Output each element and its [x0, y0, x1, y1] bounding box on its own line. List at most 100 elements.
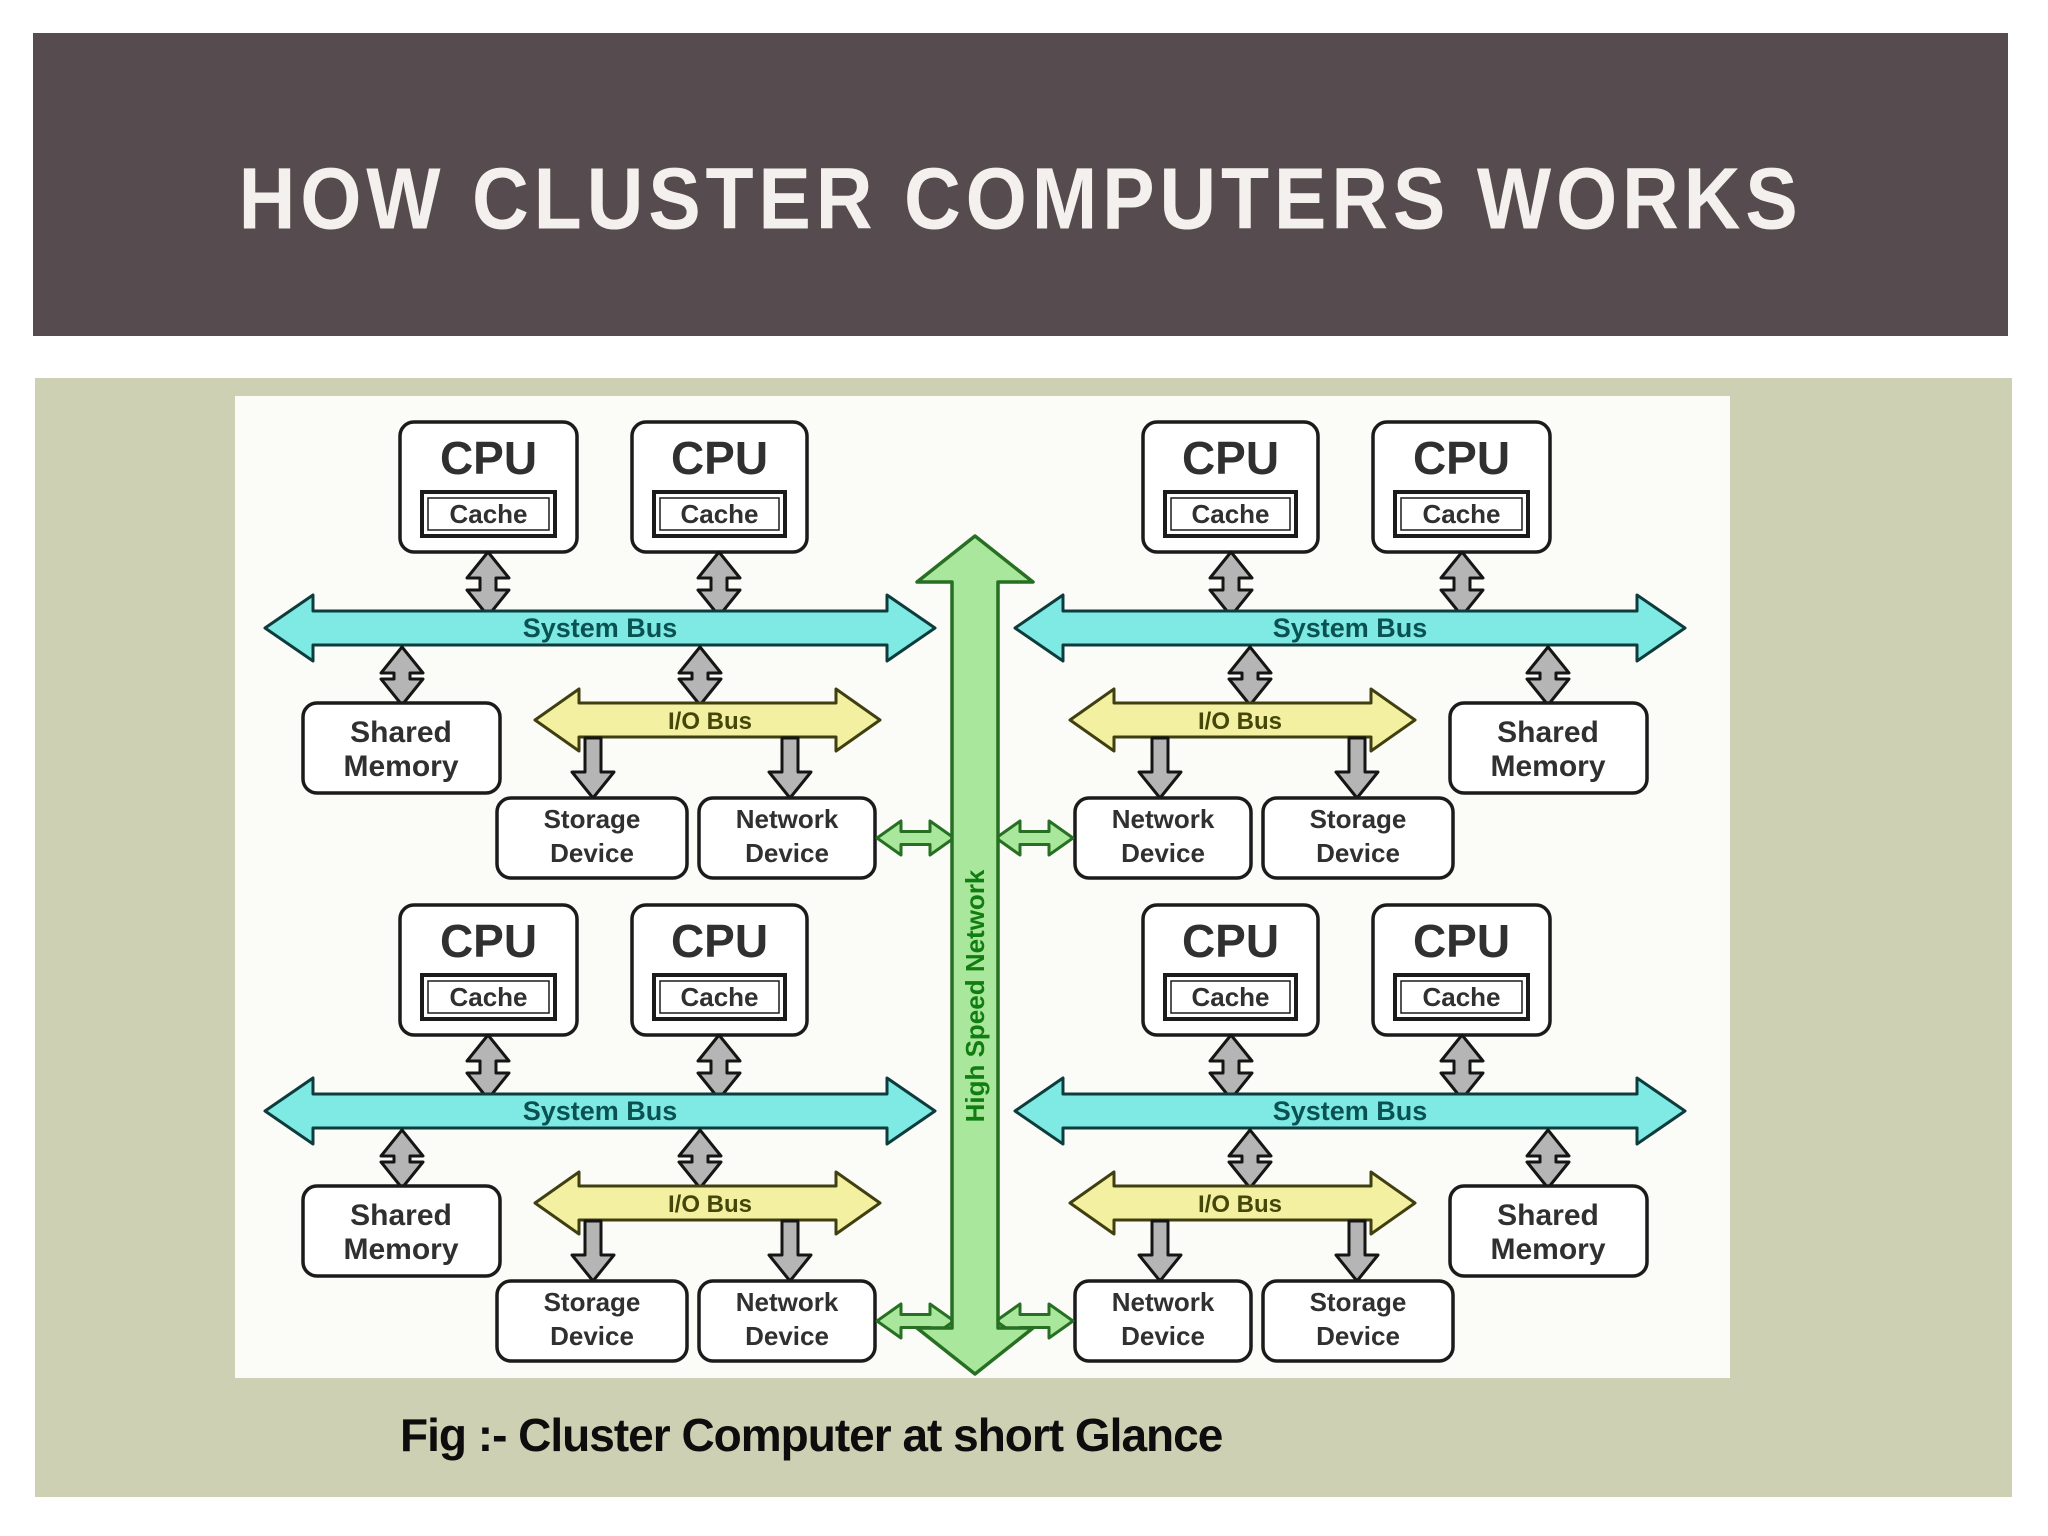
- system-bus-arrow: [263, 1076, 937, 1146]
- storage-device-label: Device: [550, 1321, 634, 1351]
- cpu-label: CPU: [1413, 915, 1510, 967]
- memory-bus-arrow: [379, 645, 425, 707]
- system-bus-label: System Bus: [523, 613, 678, 643]
- io-bus-arrow: [1068, 1170, 1417, 1236]
- memory-bus-arrow: [379, 1128, 425, 1190]
- network-device-label: Network: [736, 804, 839, 834]
- network-link-arrow: [875, 819, 956, 857]
- device-bus-arrow: [1334, 736, 1380, 800]
- network-device-label: Network: [1112, 804, 1215, 834]
- cpu-label: CPU: [671, 915, 768, 967]
- storage-device-label: Device: [550, 838, 634, 868]
- shared-memory-box: [1448, 1184, 1649, 1278]
- device-bus-arrow: [1334, 1219, 1380, 1283]
- cpu-label: CPU: [1413, 432, 1510, 484]
- cpu-bus-arrow: [1439, 1033, 1485, 1101]
- cache-box-inner: [427, 980, 550, 1014]
- io-bus-arrow: [533, 687, 882, 753]
- high-speed-network-label: High Speed Network: [960, 869, 990, 1122]
- cache-box: [1393, 490, 1530, 538]
- network-device-box: [697, 796, 877, 880]
- storage-device-label: Device: [1316, 1321, 1400, 1351]
- cpu-bus-arrow: [696, 550, 742, 618]
- slide-title-bar: HOW CLUSTER COMPUTERS WORKS: [33, 33, 2008, 336]
- system-bus-arrow: [263, 593, 937, 663]
- cache-box: [652, 973, 787, 1021]
- cache-box: [420, 490, 557, 538]
- cache-box-inner: [1170, 980, 1291, 1014]
- bus-link-arrow: [1227, 645, 1273, 707]
- network-link-arrow: [994, 819, 1075, 857]
- storage-device-label: Storage: [544, 804, 641, 834]
- shared-memory-label: Shared: [350, 1199, 452, 1232]
- storage-device-label: Storage: [1310, 804, 1407, 834]
- cpu-bus-arrow: [1439, 550, 1485, 618]
- io-bus-label: I/O Bus: [1198, 708, 1282, 735]
- network-device-box: [697, 1279, 877, 1363]
- cpu-label: CPU: [440, 915, 537, 967]
- cache-box: [652, 490, 787, 538]
- cpu-label: CPU: [440, 432, 537, 484]
- bus-link-arrow: [1227, 1128, 1273, 1190]
- system-bus-arrow: [1013, 1076, 1687, 1146]
- network-device-label: Device: [1121, 838, 1205, 868]
- cpu-bus-arrow: [465, 550, 511, 618]
- cache-box-inner: [1400, 980, 1523, 1014]
- storage-device-box: [1261, 796, 1455, 880]
- cpu-bus-arrow: [1208, 1033, 1254, 1101]
- io-bus-label: I/O Bus: [668, 1191, 752, 1218]
- device-bus-arrow: [570, 736, 616, 800]
- shared-memory-box: [1448, 701, 1649, 795]
- cache-label: Cache: [449, 499, 527, 529]
- cache-label: Cache: [1422, 982, 1500, 1012]
- cache-box: [1163, 973, 1298, 1021]
- shared-memory-label: Memory: [1490, 1233, 1605, 1266]
- device-bus-arrow: [767, 1219, 813, 1283]
- shared-memory-box: [301, 1184, 502, 1278]
- cache-label: Cache: [1191, 982, 1269, 1012]
- storage-device-box: [1261, 1279, 1455, 1363]
- io-bus-label: I/O Bus: [668, 708, 752, 735]
- cache-label: Cache: [680, 982, 758, 1012]
- slide-title: HOW CLUSTER COMPUTERS WORKS: [238, 150, 1803, 248]
- figure-caption: Fig :- Cluster Computer at short Glance: [400, 1409, 1223, 1461]
- network-device-box: [1073, 1279, 1253, 1363]
- memory-bus-arrow: [1525, 1128, 1571, 1190]
- network-device-label: Network: [736, 1287, 839, 1317]
- system-bus-label: System Bus: [523, 1096, 678, 1126]
- network-device-label: Device: [745, 838, 829, 868]
- shared-memory-box: [301, 701, 502, 795]
- shared-memory-label: Shared: [350, 716, 452, 749]
- network-device-label: Device: [745, 1321, 829, 1351]
- device-bus-arrow: [570, 1219, 616, 1283]
- cache-box: [1393, 973, 1530, 1021]
- device-bus-arrow: [1137, 1219, 1183, 1283]
- cache-box-inner: [659, 497, 780, 531]
- cache-label: Cache: [449, 982, 527, 1012]
- cache-box-inner: [659, 980, 780, 1014]
- storage-device-label: Storage: [1310, 1287, 1407, 1317]
- system-bus-label: System Bus: [1273, 1096, 1428, 1126]
- system-bus-label: System Bus: [1273, 613, 1428, 643]
- shared-memory-label: Memory: [343, 1233, 458, 1266]
- storage-device-label: Device: [1316, 838, 1400, 868]
- cpu-label: CPU: [1182, 915, 1279, 967]
- network-device-box: [1073, 796, 1253, 880]
- io-bus-label: I/O Bus: [1198, 1191, 1282, 1218]
- cache-box-inner: [427, 497, 550, 531]
- storage-device-box: [495, 1279, 689, 1363]
- cpu-label: CPU: [671, 432, 768, 484]
- cache-box-inner: [1400, 497, 1523, 531]
- bus-link-arrow: [677, 1128, 723, 1190]
- cpu-bus-arrow: [465, 1033, 511, 1101]
- network-device-label: Device: [1121, 1321, 1205, 1351]
- shared-memory-label: Shared: [1497, 1199, 1599, 1232]
- cache-label: Cache: [680, 499, 758, 529]
- cpu-bus-arrow: [1208, 550, 1254, 618]
- shared-memory-label: Shared: [1497, 716, 1599, 749]
